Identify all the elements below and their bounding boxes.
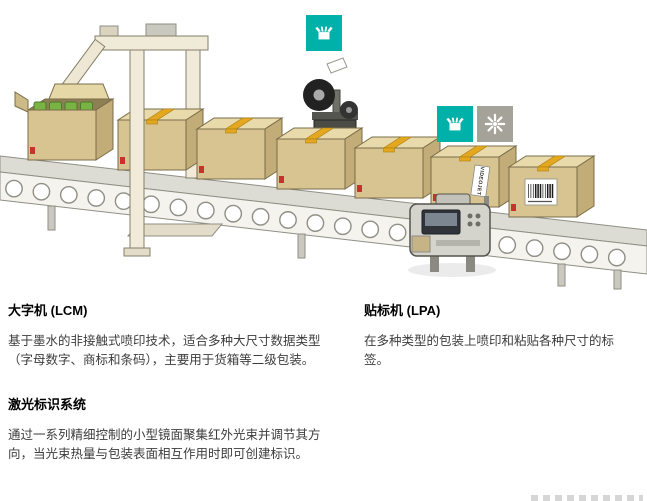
carton-box [275, 127, 364, 190]
left-text-column: 大字机 (LCM) 基于墨水的非接触式喷印技术，适合多种大尺寸数据类型（字母数字… [8, 300, 332, 488]
case-packer-front-post [123, 49, 151, 257]
carton-box [353, 136, 442, 199]
red-tag [30, 147, 35, 154]
belt-leg [613, 269, 622, 290]
carton-glyph [446, 117, 464, 131]
videojet-box-label: VIDEOJET [470, 164, 491, 198]
red-tag [120, 157, 125, 164]
print-apply-printer [408, 193, 496, 277]
cropped-text-fragment [531, 495, 643, 501]
section-body-laser: 通过一系列精细控制的小型镜面聚集红外光束并调节其方向，当光束热量与包装表面相互作… [8, 428, 321, 461]
case-packer-machine [52, 23, 224, 237]
section-heading-lcm: 大字机 (LCM) [8, 303, 88, 318]
section-body-lpa: 在多种类型的包装上喷印和粘贴各种尺寸的标签。 [364, 334, 615, 367]
carton-box: VIDEOJET [429, 145, 518, 208]
carton-icon [437, 106, 473, 142]
belt-leg [47, 205, 56, 231]
section-heading-laser: 激光标识系统 [8, 397, 87, 412]
belt-rollers [5, 179, 626, 267]
section-heading-lpa: 贴标机 (LPA) [364, 303, 441, 318]
box-brand-label: VIDEOJET [475, 166, 485, 196]
section-body-lcm: 基于墨水的非接触式喷印技术，适合多种大尺寸数据类型（字母数字、商标和条码），主要… [8, 334, 321, 367]
carton-box [195, 117, 284, 180]
packaging-line-illustration: VIDEOJET [0, 15, 647, 290]
red-tag [199, 166, 204, 173]
belt-leg [557, 263, 566, 287]
barcode-box-label [524, 178, 558, 206]
open-carton-box [14, 83, 115, 161]
red-tag [279, 176, 284, 183]
carton-glyph [315, 26, 333, 40]
belt-leg [297, 233, 306, 259]
red-tag [511, 204, 516, 211]
carton-box [507, 155, 596, 218]
laser-burst-glyph [484, 113, 506, 135]
laser-burst-icon [477, 106, 513, 142]
carton-icon-top [306, 15, 342, 51]
right-text-column: 贴标机 (LPA) 在多种类型的包装上喷印和粘贴各种尺寸的标签。 [364, 300, 638, 394]
red-tag [357, 185, 362, 192]
